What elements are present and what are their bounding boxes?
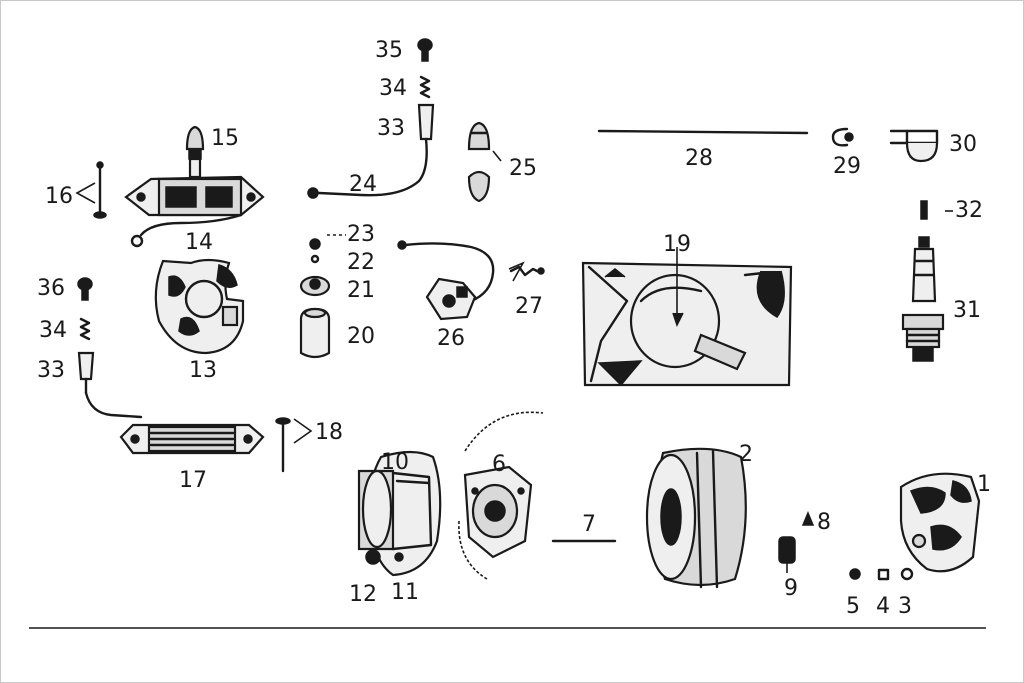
part-15-cap bbox=[185, 125, 205, 179]
part-14-coil bbox=[124, 175, 265, 248]
part-32-gasket bbox=[920, 200, 928, 220]
part-31-spark-plug bbox=[901, 236, 945, 362]
part-number-labels: 1 2 3 4 5 6 7 8 9 10 11 12 13 14 15 16 1… bbox=[37, 38, 991, 619]
part-34-spring-top bbox=[419, 75, 431, 99]
label-18: 18 bbox=[315, 420, 343, 445]
part-5-screw bbox=[849, 568, 861, 580]
label-27: 27 bbox=[515, 294, 543, 319]
label-25: 25 bbox=[509, 156, 537, 181]
label-9: 9 bbox=[784, 576, 798, 601]
part-10-cover bbox=[357, 450, 442, 577]
label-10: 10 bbox=[381, 450, 409, 475]
part-25-caps bbox=[467, 121, 502, 203]
part-30-cap bbox=[889, 129, 939, 163]
label-17: 17 bbox=[179, 468, 207, 493]
part-22-washer bbox=[310, 254, 320, 264]
part-12-nut bbox=[365, 549, 381, 565]
part-24-ht-lead bbox=[307, 137, 428, 199]
label-7: 7 bbox=[582, 512, 596, 537]
label-19: 19 bbox=[663, 232, 691, 257]
label-29: 29 bbox=[833, 154, 861, 179]
label-31: 31 bbox=[953, 298, 981, 323]
label-28: 28 bbox=[685, 146, 713, 171]
label-33-left: 33 bbox=[37, 358, 65, 383]
part-29-clip bbox=[831, 127, 854, 147]
label-6: 6 bbox=[492, 452, 506, 477]
part-16-bolt bbox=[93, 161, 107, 219]
part-19-crankcase bbox=[581, 247, 793, 387]
part-4-washer bbox=[877, 568, 890, 581]
label-4: 4 bbox=[876, 594, 890, 619]
part-26-contact-breaker bbox=[397, 240, 495, 321]
label-20: 20 bbox=[347, 324, 375, 349]
label-13: 13 bbox=[189, 358, 217, 383]
label-32: 32 bbox=[955, 198, 983, 223]
label-22: 22 bbox=[347, 250, 375, 275]
part-20-condenser bbox=[299, 307, 331, 359]
part-35-screw-top bbox=[417, 38, 433, 62]
part-23-nut bbox=[309, 238, 321, 250]
label-11: 11 bbox=[391, 580, 419, 605]
label-35: 35 bbox=[375, 38, 403, 63]
part-27-spring-clip bbox=[508, 261, 545, 282]
part-21-cam bbox=[299, 275, 331, 297]
label-24: 24 bbox=[349, 172, 377, 197]
label-26: 26 bbox=[437, 326, 465, 351]
label-23: 23 bbox=[347, 222, 375, 247]
part-2-flywheel bbox=[645, 447, 747, 589]
label-36: 36 bbox=[37, 276, 65, 301]
part-6-housing bbox=[458, 411, 544, 580]
label-5: 5 bbox=[846, 594, 860, 619]
label-34-left: 34 bbox=[39, 318, 67, 343]
part-8-key bbox=[801, 511, 815, 526]
part-28-rod bbox=[597, 129, 809, 135]
part-18-bolt bbox=[275, 417, 291, 473]
part-33-plug-cap-top bbox=[417, 103, 435, 141]
part-9-nut bbox=[778, 536, 796, 573]
part-34-spring-left bbox=[79, 317, 91, 341]
label-8: 8 bbox=[817, 510, 831, 535]
label-14: 14 bbox=[185, 230, 213, 255]
part-17-ht-coil bbox=[84, 391, 265, 455]
label-33-top: 33 bbox=[377, 116, 405, 141]
label-15: 15 bbox=[211, 126, 239, 151]
label-21: 21 bbox=[347, 278, 375, 303]
label-3: 3 bbox=[898, 594, 912, 619]
part-13-stator-plate bbox=[154, 258, 245, 355]
part-36-screw-left bbox=[77, 277, 93, 301]
label-30: 30 bbox=[949, 132, 977, 157]
part-3-ring bbox=[900, 567, 914, 581]
part-11-washer bbox=[394, 552, 404, 562]
label-34-top: 34 bbox=[379, 76, 407, 101]
label-1: 1 bbox=[977, 472, 991, 497]
label-2: 2 bbox=[739, 442, 753, 467]
label-16: 16 bbox=[45, 184, 73, 209]
part-18-bracket bbox=[293, 418, 313, 444]
part-1-magneto-body bbox=[899, 472, 981, 573]
part-16-bracket bbox=[75, 182, 96, 204]
part-33-plug-cap-left bbox=[77, 351, 95, 395]
label-12: 12 bbox=[349, 582, 377, 607]
